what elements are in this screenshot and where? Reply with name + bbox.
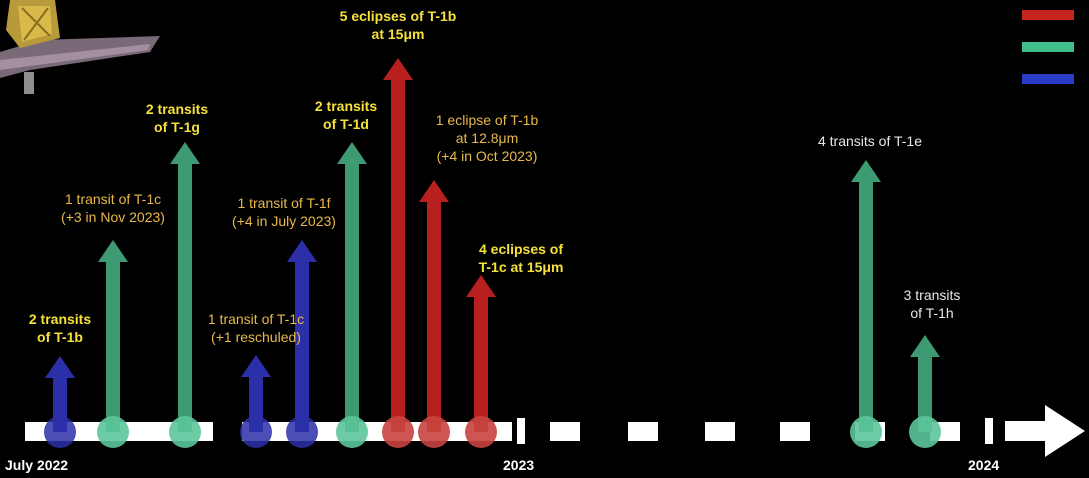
arrow-head	[170, 142, 200, 164]
arrow-shaft	[295, 261, 309, 432]
event-dot-t1e-transits	[850, 416, 882, 448]
arrow-shaft	[345, 163, 359, 432]
event-dot-t1c-transit-2	[240, 416, 272, 448]
event-label-line: 1 eclipse of T-1b	[435, 112, 539, 128]
event-label-t1e-transits: 4 transits of T-1e	[818, 132, 922, 150]
tick-label-2023: 2023	[503, 457, 535, 473]
event-label-line: at 12.8μm	[455, 130, 519, 146]
jwst-telescope-icon	[0, 0, 160, 94]
arrow-t1b-eclipses-15	[383, 58, 413, 432]
event-label-line: 2 transits	[28, 311, 92, 327]
arrow-t1c-eclipses-15	[466, 275, 496, 432]
arrow-head	[337, 142, 367, 164]
event-label-t1f-transit: 1 transit of T-1f (+4 in July 2023)	[232, 194, 336, 230]
event-dot-t1b-transits	[44, 416, 76, 448]
event-dot-t1d-transits	[336, 416, 368, 448]
arrow-head	[851, 160, 881, 182]
timeline-dash	[628, 422, 658, 441]
timeline-arrow-head	[1005, 405, 1085, 457]
legend-swatch	[1022, 42, 1074, 52]
event-label-t1d-transits: 2 transits of T-1d	[315, 97, 377, 133]
event-label-t1h-transits: 3 transits of T-1h	[904, 286, 961, 322]
arrow-head	[287, 240, 317, 262]
event-label-line: 1 transit of T-1c	[207, 311, 305, 327]
event-label-line: 3 transits	[903, 287, 961, 303]
arrow-t1e-transits	[851, 160, 881, 432]
timeline-dash	[550, 422, 580, 441]
arrow-head	[466, 275, 496, 297]
arrow-head	[383, 58, 413, 80]
event-dot-t1g-transits	[169, 416, 201, 448]
event-label-t1c-eclipses-15: 4 eclipses of T-1c at 15μm	[479, 240, 564, 276]
legend-swatch	[1022, 10, 1074, 20]
arrow-head	[419, 180, 449, 202]
event-label-line: T-1c at 15μm	[478, 259, 564, 275]
event-label-t1b-eclipses-15: 5 eclipses of T-1b at 15μm	[340, 7, 457, 43]
event-label-line: 4 transits of T-1e	[817, 133, 923, 149]
tick-label-july-2022: July 2022	[5, 457, 69, 473]
event-label-line: (+4 in July 2023)	[232, 213, 336, 229]
arrow-head	[98, 240, 128, 262]
event-label-line: of T-1d	[323, 116, 369, 132]
event-label-line: 2 transits	[314, 98, 378, 114]
arrow-t1g-transits	[170, 142, 200, 432]
event-label-line: 1 transit of T-1f	[237, 195, 331, 211]
event-dot-t1h-transits	[909, 416, 941, 448]
event-label-line: of T-1h	[910, 305, 954, 321]
event-label-t1g-transits: 2 transits of T-1g	[146, 100, 208, 136]
arrow-head	[45, 356, 75, 378]
event-label-line: of T-1g	[154, 119, 200, 135]
timeline-year-marker	[985, 418, 993, 444]
arrow-t1d-transits	[337, 142, 367, 432]
arrow-shaft	[474, 296, 488, 432]
arrow-shaft	[859, 181, 873, 432]
arrow-shaft	[106, 261, 120, 432]
timeline-dash	[780, 422, 810, 441]
event-label-line: 1 transit of T-1c	[64, 191, 162, 207]
event-label-line: 2 transits	[145, 101, 209, 117]
arrow-t1c-transit-1	[98, 240, 128, 432]
arrow-head	[241, 355, 271, 377]
arrow-t1f-transit	[287, 240, 317, 432]
event-label-line: (+1 reschuled)	[211, 329, 301, 345]
timeline-year-marker	[517, 418, 525, 444]
arrow-head	[910, 335, 940, 357]
event-dot-t1b-eclipses-15	[382, 416, 414, 448]
event-label-line: 4 eclipses of	[478, 241, 564, 257]
event-label-t1b-eclipse-128: 1 eclipse of T-1b at 12.8μm (+4 in Oct 202…	[436, 111, 538, 165]
event-label-t1c-transit-1: 1 transit of T-1c (+3 in Nov 2023)	[61, 190, 165, 226]
event-dot-t1f-transit	[286, 416, 318, 448]
event-label-line: (+3 in Nov 2023)	[61, 209, 165, 225]
event-label-t1b-transits: 2 transits of T-1b	[29, 310, 91, 346]
event-label-line: at 15μm	[371, 26, 425, 42]
tick-label-2024: 2024	[968, 457, 1000, 473]
arrow-shaft	[178, 163, 192, 432]
arrow-shaft	[918, 356, 932, 432]
arrow-shaft	[391, 79, 405, 432]
event-label-line: of T-1b	[37, 329, 83, 345]
event-dot-t1c-transit-1	[97, 416, 129, 448]
arrow-t1h-transits	[910, 335, 940, 432]
timeline-dash	[705, 422, 735, 441]
legend-swatch	[1022, 74, 1074, 84]
event-dot-t1b-eclipse-128	[418, 416, 450, 448]
arrow-t1b-eclipse-128	[419, 180, 449, 432]
timeline-dashes	[550, 422, 960, 441]
arrow-shaft	[427, 201, 441, 432]
event-dot-t1c-eclipses-15	[465, 416, 497, 448]
event-label-line: (+4 in Oct 2023)	[436, 148, 538, 164]
event-label-t1c-transit-2: 1 transit of T-1c (+1 reschuled)	[208, 310, 304, 346]
event-label-line: 5 eclipses of T-1b	[339, 8, 457, 24]
